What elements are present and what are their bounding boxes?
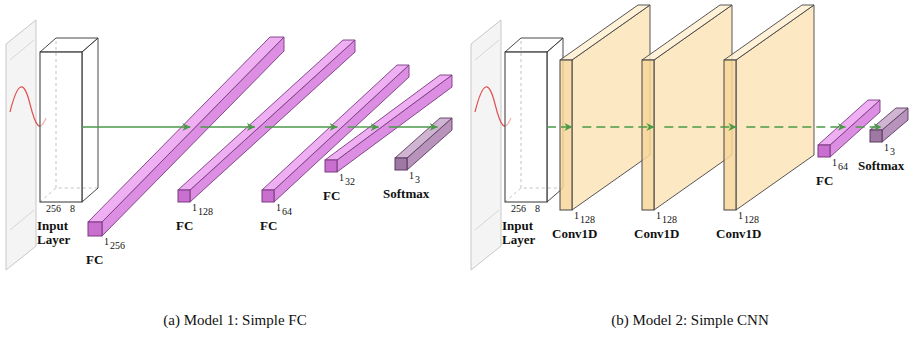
layer-dimension: 256 (46, 204, 61, 215)
layer-dimension: 1 (738, 211, 743, 222)
layer-dimension: 256 (110, 241, 125, 252)
dense-layer: 132FC (379, 120, 389, 134)
figure-caption: (a) Model 1: Simple FC (163, 312, 306, 329)
flow-arrow (389, 126, 438, 127)
dense-layer: 13Softmax (438, 120, 448, 134)
flow-arrow (348, 126, 379, 127)
layer-name: Conv1D (716, 227, 762, 241)
dense-prism (178, 40, 355, 202)
conv-layer: 1128Conv1D (736, 120, 746, 134)
figure-caption: (b) Model 2: Simple CNN (611, 312, 769, 329)
layer-dimension: 1 (656, 211, 661, 222)
flow-arrow (82, 126, 190, 127)
layer-name: Softmax (383, 187, 429, 201)
input-box (40, 38, 98, 202)
conv-slab (642, 5, 732, 210)
dense-layer: 13Softmax (882, 120, 892, 134)
dense-prism (870, 108, 908, 142)
flow-arrow (664, 126, 736, 127)
input-layer: Input Layer2568 (40, 52, 82, 202)
flow-arrow (265, 126, 338, 127)
layer-dimension: 128 (662, 215, 677, 226)
layer-name: FC (260, 219, 277, 233)
conv-slab (560, 5, 650, 210)
layer-dimension: 32 (345, 177, 355, 188)
layer-dimension: 256 (511, 204, 526, 215)
layer-name: FC (86, 253, 103, 267)
layer-dimension: 1 (104, 237, 109, 248)
flow-arrow (856, 126, 882, 127)
layer-name: Conv1D (552, 227, 598, 241)
layer-name: Input Layer (502, 219, 550, 246)
layer-dimension: 1 (339, 173, 344, 184)
layer-dimension: 1 (884, 143, 889, 154)
layer-dimension: 3 (890, 147, 895, 158)
dense-layer: 1256FC (190, 120, 200, 134)
input-layer: Input Layer2568 (505, 52, 547, 202)
flow-arrow (582, 126, 654, 127)
flow-arrow (746, 126, 845, 127)
dense-prism (395, 118, 452, 170)
flow-arrow (200, 126, 255, 127)
input-box (505, 38, 563, 202)
dense-layer: 164FC (846, 120, 856, 134)
conv-layer: 1128Conv1D (572, 120, 582, 134)
layer-name: 8 (535, 204, 540, 215)
dense-layer: 164FC (338, 120, 348, 134)
layer-dimension: 64 (838, 162, 848, 173)
layer-dimension: 1 (832, 158, 837, 169)
layer-dimension: 3 (415, 175, 420, 186)
layer-dimension: 1 (574, 211, 579, 222)
layer-dimension: 128 (744, 215, 759, 226)
layer-name: FC (176, 219, 193, 233)
layer-name: FC (323, 189, 340, 203)
layer-name: Input Layer (37, 219, 85, 246)
layer-dimension: 1 (192, 203, 197, 214)
layer-dimension: 1 (409, 171, 414, 182)
flow-arrow (547, 126, 572, 127)
dense-layer: 1128FC (255, 120, 265, 134)
dense-prism (818, 100, 880, 157)
layer-dimension: 64 (282, 207, 292, 218)
layer-dimension: 1 (276, 203, 281, 214)
layer-name: Conv1D (634, 227, 680, 241)
conv-slab (724, 5, 814, 210)
dense-prism (325, 75, 452, 172)
layer-name: 8 (70, 204, 75, 215)
conv-layer: 1128Conv1D (654, 120, 664, 134)
layer-name: Softmax (858, 159, 904, 173)
layer-dimension: 128 (198, 207, 213, 218)
layer-name: FC (816, 174, 833, 188)
layer-dimension: 128 (580, 215, 595, 226)
